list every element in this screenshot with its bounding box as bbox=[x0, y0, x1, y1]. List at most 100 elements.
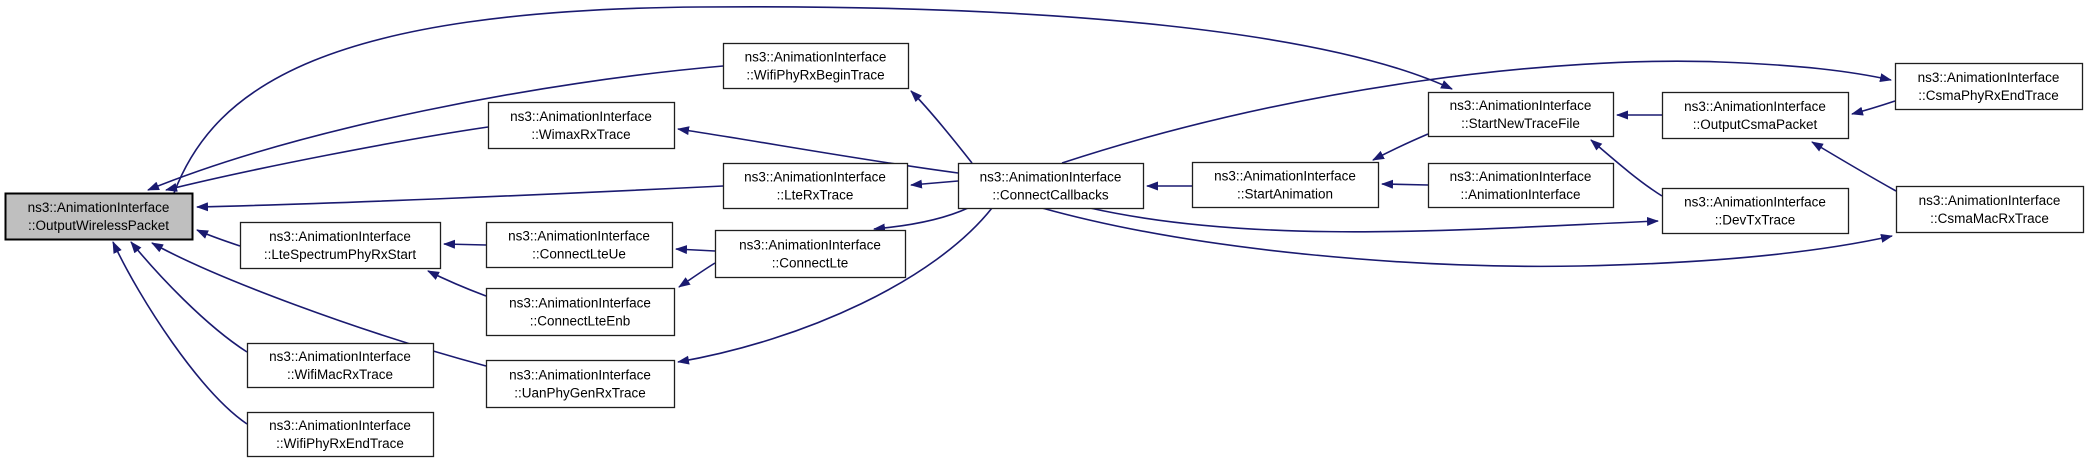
edge-cl-to-clu bbox=[675, 245, 716, 255]
edge-cmrt-to-ocp bbox=[1811, 141, 1897, 192]
graph-node-ocp[interactable]: ns3::AnimationInterface::OutputCsmaPacke… bbox=[1661, 91, 1850, 140]
edge-sntf-to-sa bbox=[1372, 133, 1429, 161]
node-label-line2: ::OutputWirelessPacket bbox=[28, 218, 169, 233]
node-box-wmrt[interactable] bbox=[246, 342, 435, 389]
edge-owp-to-sntf bbox=[173, 5, 1453, 194]
graph-node-cl[interactable]: ns3::AnimationInterface::ConnectLte bbox=[714, 229, 907, 279]
graph-node-cc[interactable]: ns3::AnimationInterface::ConnectCallback… bbox=[957, 162, 1145, 210]
node-box-aictor[interactable] bbox=[1427, 162, 1615, 209]
node-label-line1: ns3::AnimationInterface bbox=[269, 229, 411, 244]
node-label-line2: ::LteRxTrace bbox=[777, 188, 854, 203]
node-label-line2: ::WimaxRxTrace bbox=[531, 127, 630, 142]
edge-wmrt-to-owp bbox=[130, 241, 248, 353]
edge-cpret-to-ocp bbox=[1851, 100, 1896, 116]
node-box-lrt[interactable] bbox=[722, 162, 909, 210]
node-box-wpret[interactable] bbox=[246, 411, 435, 458]
node-label-line2: ::WifiPhyRxEndTrace bbox=[276, 436, 404, 451]
graph-node-wrt[interactable]: ns3::AnimationInterface::WimaxRxTrace bbox=[487, 101, 676, 150]
graph-node-sntf[interactable]: ns3::AnimationInterface::StartNewTraceFi… bbox=[1427, 91, 1615, 138]
edge-cc-to-cpret bbox=[1061, 60, 1892, 164]
edge-wpret-to-owp bbox=[112, 241, 248, 425]
node-label-line1: ns3::AnimationInterface bbox=[1684, 195, 1826, 210]
node-label-line2: ::UanPhyGenRxTrace bbox=[514, 386, 646, 401]
edge-clu-to-lsprs bbox=[443, 239, 487, 249]
edge-cc-to-wrt bbox=[677, 126, 959, 174]
graph-node-cle[interactable]: ns3::AnimationInterface::ConnectLteEnb bbox=[485, 287, 676, 337]
graph-node-clu[interactable]: ns3::AnimationInterface::ConnectLteUe bbox=[485, 221, 674, 269]
node-box-dtt[interactable] bbox=[1661, 187, 1850, 235]
node-label-line2: ::StartAnimation bbox=[1237, 187, 1333, 202]
node-label-line1: ns3::AnimationInterface bbox=[509, 368, 651, 383]
node-label-line2: ::CsmaPhyRxEndTrace bbox=[1918, 88, 2059, 103]
node-label-line1: ns3::AnimationInterface bbox=[508, 229, 650, 244]
node-label-line2: ::DevTxTrace bbox=[1715, 213, 1796, 228]
node-box-cc[interactable] bbox=[957, 162, 1145, 210]
edge-upgrt-to-owp bbox=[151, 242, 487, 367]
edge-layer bbox=[112, 5, 1897, 425]
highlighted-node-box-owp bbox=[4, 192, 194, 241]
edge-cl-to-cle bbox=[678, 262, 716, 288]
node-label-line1: ns3::AnimationInterface bbox=[1919, 193, 2061, 208]
node-box-sa[interactable] bbox=[1191, 161, 1380, 209]
node-label-line1: ns3::AnimationInterface bbox=[980, 170, 1122, 185]
node-label-line1: ns3::AnimationInterface bbox=[745, 50, 887, 65]
graph-node-wmrt[interactable]: ns3::AnimationInterface::WifiMacRxTrace bbox=[246, 342, 435, 389]
node-label-line1: ns3::AnimationInterface bbox=[269, 349, 411, 364]
graph-node-upgrt[interactable]: ns3::AnimationInterface::UanPhyGenRxTrac… bbox=[485, 359, 676, 409]
node-label-line1: ns3::AnimationInterface bbox=[269, 418, 411, 433]
node-box-cl[interactable] bbox=[714, 229, 907, 279]
node-label-line1: ns3::AnimationInterface bbox=[1450, 98, 1592, 113]
node-label-line1: ns3::AnimationInterface bbox=[744, 170, 886, 185]
node-box-sntf[interactable] bbox=[1427, 91, 1615, 138]
graph-node-dtt[interactable]: ns3::AnimationInterface::DevTxTrace bbox=[1661, 187, 1850, 235]
edge-cc-to-upgrt bbox=[677, 207, 993, 365]
node-label-line1: ns3::AnimationInterface bbox=[1684, 99, 1826, 114]
node-label-line1: ns3::AnimationInterface bbox=[1214, 169, 1356, 184]
edge-wrt-to-owp bbox=[165, 126, 489, 192]
graph-node-owp: ns3::AnimationInterface::OutputWirelessP… bbox=[4, 192, 194, 241]
edge-cc-to-wprbt bbox=[910, 90, 973, 164]
graph-node-lrt[interactable]: ns3::AnimationInterface::LteRxTrace bbox=[722, 162, 909, 210]
node-label-line1: ns3::AnimationInterface bbox=[1450, 169, 1592, 184]
node-label-line2: ::AnimationInterface bbox=[1460, 187, 1580, 202]
node-box-ocp[interactable] bbox=[1661, 91, 1850, 140]
edge-lsprs-to-owp bbox=[196, 229, 241, 247]
edge-lrt-to-owp bbox=[196, 185, 724, 212]
node-label-line2: ::CsmaMacRxTrace bbox=[1930, 211, 2049, 226]
node-label-line2: ::WifiMacRxTrace bbox=[287, 367, 393, 382]
edge-dtt-to-sntf bbox=[1590, 139, 1663, 197]
node-box-cpret[interactable] bbox=[1894, 62, 2084, 111]
node-label-line1: ns3::AnimationInterface bbox=[739, 238, 881, 253]
edge-cc-to-dtt bbox=[1089, 207, 1659, 233]
node-label-line1: ns3::AnimationInterface bbox=[28, 200, 170, 215]
node-label-line2: ::ConnectLte bbox=[772, 256, 849, 271]
node-box-lsprs[interactable] bbox=[239, 221, 442, 270]
graph-node-lsprs[interactable]: ns3::AnimationInterface::LteSpectrumPhyR… bbox=[239, 221, 442, 270]
edge-cc-to-cmrt bbox=[1041, 207, 1893, 268]
node-box-cmrt[interactable] bbox=[1895, 185, 2085, 234]
node-label-line2: ::StartNewTraceFile bbox=[1461, 116, 1580, 131]
node-box-wrt[interactable] bbox=[487, 101, 676, 150]
node-label-line2: ::OutputCsmaPacket bbox=[1693, 117, 1818, 132]
node-box-upgrt[interactable] bbox=[485, 359, 676, 409]
node-box-wprbt[interactable] bbox=[722, 42, 910, 90]
edge-wprbt-to-owp bbox=[147, 65, 724, 191]
graph-node-sa[interactable]: ns3::AnimationInterface::StartAnimation bbox=[1191, 161, 1380, 209]
edge-cc-to-cl bbox=[873, 207, 969, 233]
graph-node-wprbt[interactable]: ns3::AnimationInterface::WifiPhyRxBeginT… bbox=[722, 42, 910, 90]
graph-node-aictor[interactable]: ns3::AnimationInterface::AnimationInterf… bbox=[1427, 162, 1615, 209]
edge-cc-to-lrt bbox=[910, 179, 959, 189]
node-box-cle[interactable] bbox=[485, 287, 676, 337]
node-label-line1: ns3::AnimationInterface bbox=[510, 109, 652, 124]
edge-aictor-to-sa bbox=[1381, 179, 1429, 189]
graph-node-wpret[interactable]: ns3::AnimationInterface::WifiPhyRxEndTra… bbox=[246, 411, 435, 458]
graph-node-cpret[interactable]: ns3::AnimationInterface::CsmaPhyRxEndTra… bbox=[1894, 62, 2084, 111]
node-box-clu[interactable] bbox=[485, 221, 674, 269]
node-label-line2: ::WifiPhyRxBeginTrace bbox=[746, 68, 884, 83]
node-label-line1: ns3::AnimationInterface bbox=[509, 296, 651, 311]
graph-node-cmrt[interactable]: ns3::AnimationInterface::CsmaMacRxTrace bbox=[1895, 185, 2085, 234]
node-label-line2: ::ConnectLteUe bbox=[532, 247, 626, 262]
node-label-line2: ::LteSpectrumPhyRxStart bbox=[264, 247, 417, 262]
